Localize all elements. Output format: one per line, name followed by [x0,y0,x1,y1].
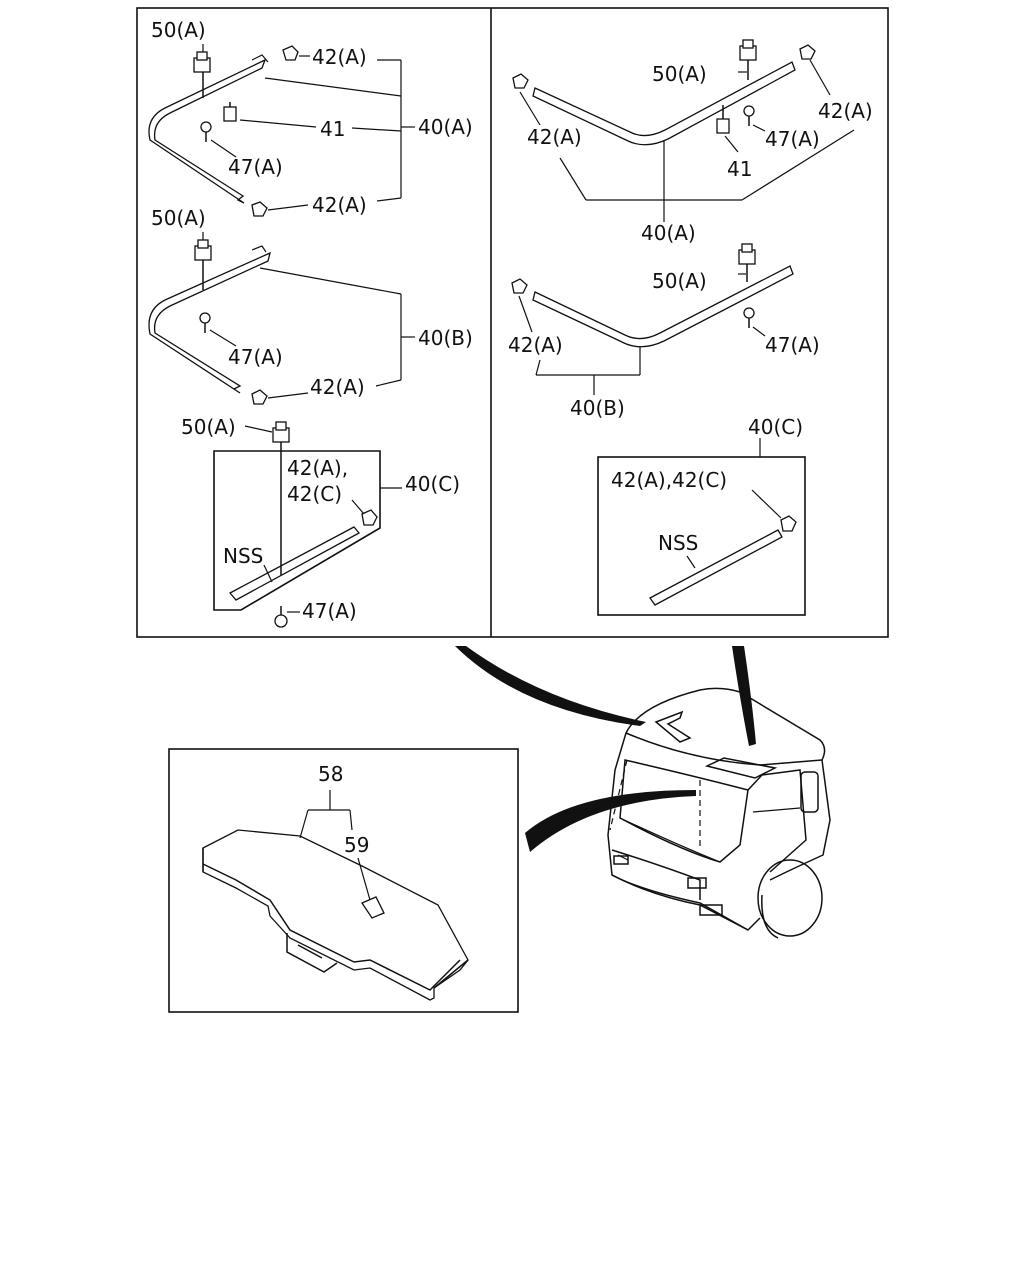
console-tray-illustration: 58 59 [202,762,469,1001]
screw-47a-icon [274,606,288,628]
label-nss: NSS [658,531,698,555]
label-42ac: 42(A),42(C) [611,468,727,492]
screw-47a-icon [200,121,212,142]
cap-42a-bottom-icon [251,201,268,217]
label-47a: 47(A) [302,599,357,623]
cap-42ac-icon [361,509,378,526]
main-frame [136,7,889,638]
clip-50a-icon [193,51,211,98]
label-42a-left: 42(A) [527,125,582,149]
weatherstrip-40b-right [532,265,794,348]
label-40c: 40(C) [405,472,460,496]
label-50a: 50(A) [151,206,206,230]
label-58: 58 [318,762,343,786]
label-41: 41 [727,157,752,181]
label-47a: 47(A) [765,333,820,357]
cap-42a-right-icon [799,44,816,60]
weatherstrip-40a-left [148,58,267,204]
label-50a: 50(A) [151,18,206,42]
label-50a: 50(A) [652,269,707,293]
clip-50a-icon [194,239,212,290]
label-47a: 47(A) [765,127,820,151]
clip-50a-icon [739,39,757,80]
clip-41-icon [716,105,730,134]
truck-cab-illustration [607,687,831,939]
label-40c: 40(C) [748,415,803,439]
cap-42ac-icon [780,515,797,532]
screw-47a-icon [199,312,211,333]
label-42a-right: 42(A) [818,99,873,123]
label-40a: 40(A) [641,221,696,245]
right-40a-assembly: 50(A) 42(A) 42(A) 47(A) 41 40(A) [512,39,873,245]
clip-50a-icon [272,421,290,443]
weatherstrip-40c-left [228,526,361,601]
label-42a-bottom: 42(A) [312,193,367,217]
clip-41-icon [223,102,237,122]
console-box-frame [168,748,519,1013]
label-nss: NSS [223,544,263,568]
label-40b: 40(B) [570,396,625,420]
left-40b-assembly: 50(A) 40(B) 47(A) 42(A) [148,206,473,405]
label-41: 41 [320,117,345,141]
cap-42a-left-icon [512,73,529,89]
callout-arrows [455,646,756,852]
screw-47a-icon [743,307,755,328]
cap-42a-icon [282,45,299,61]
label-40a: 40(A) [418,115,473,139]
label-42a: 42(A) [508,333,563,357]
label-50a: 50(A) [652,62,707,86]
left-40a-assembly: 50(A) 42(A) 40(A) 41 47(A) 42(A) [148,18,473,217]
right-40c-assembly: 40(C) 42(A),42(C) NSS [597,415,806,616]
cap-42a-icon [511,278,528,294]
label-59: 59 [344,833,369,857]
weatherstrip-40a-right [532,61,796,146]
left-40c-assembly: 50(A) 42(A), 42(C) 40(C) NSS 47(A) [181,415,460,628]
label-40b: 40(B) [418,326,473,350]
label-42a: 42(A) [312,45,367,69]
screw-47a-icon [743,105,755,126]
weatherstrip-40b-left [148,251,271,394]
label-42a: 42(A) [310,375,365,399]
label-47a: 47(A) [228,345,283,369]
cap-42a-icon [251,389,268,405]
weatherstrip-40c-right [649,529,783,606]
label-42c: 42(C) [287,482,342,506]
clip-50a-icon [738,243,756,282]
label-42a: 42(A), [287,456,348,480]
right-40b-assembly: 50(A) 42(A) 47(A) 40(B) [508,243,820,420]
label-47a: 47(A) [228,155,283,179]
label-50a: 50(A) [181,415,236,439]
